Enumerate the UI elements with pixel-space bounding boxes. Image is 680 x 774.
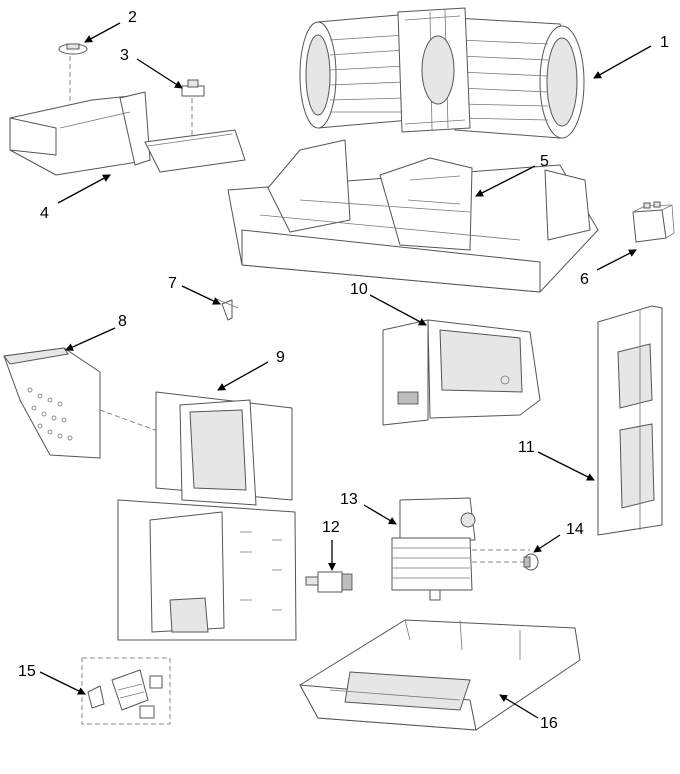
leader-14: [533, 534, 561, 553]
magnetron-part: [391, 497, 530, 601]
hardware-kit-part: [81, 657, 171, 725]
capacitor-part: [632, 201, 675, 243]
callout-5: 5: [540, 153, 549, 170]
callout-14: 14: [566, 521, 584, 538]
callout-10: 10: [350, 281, 368, 298]
leader-8: [65, 327, 116, 351]
callout-leaders: [39, 22, 652, 719]
callout-1: 1: [660, 34, 669, 51]
callout-7: 7: [168, 275, 177, 292]
side-panel-part: [597, 305, 663, 536]
switch-part: [305, 571, 353, 593]
leader-2: [84, 22, 121, 43]
callout-12: 12: [322, 519, 340, 536]
leader-3: [136, 58, 183, 89]
hinge-pin-part: [213, 297, 239, 321]
leader-4: [57, 174, 111, 204]
leader-7: [181, 285, 221, 305]
callout-8: 8: [118, 313, 127, 330]
callout-11: 11: [518, 439, 535, 456]
leader-16: [499, 694, 539, 719]
air-guide-base-part: [227, 139, 599, 293]
leader-10: [369, 294, 427, 326]
leader-5: [475, 165, 536, 197]
callout-15: 15: [18, 663, 36, 680]
thermal-cutout-part: [523, 553, 539, 571]
callout-3: 3: [120, 47, 129, 64]
callout-4: 4: [40, 205, 49, 222]
base-plate-part: [299, 619, 581, 731]
callout-labels: 1 2 3 4 5 6 7 8 9 10 11 12 13 14 15 16: [18, 9, 669, 732]
thermal-fuse-part: [181, 79, 205, 140]
air-duct-part: [9, 91, 246, 176]
leader-13: [363, 504, 397, 525]
callout-6: 6: [580, 271, 589, 288]
leader-1: [593, 45, 652, 79]
light-cover-part: [3, 347, 233, 459]
leader-9: [217, 361, 269, 391]
thermostat-part: [58, 43, 88, 110]
leader-15: [39, 671, 86, 695]
bracket-part: [382, 319, 541, 426]
callout-9: 9: [276, 349, 285, 366]
control-panel-support-part: [117, 391, 297, 641]
callout-13: 13: [340, 491, 358, 508]
callout-2: 2: [128, 9, 137, 26]
callout-16: 16: [540, 715, 558, 732]
blower-fan-assembly: [299, 7, 585, 139]
leader-6: [596, 249, 637, 271]
leader-11: [537, 451, 595, 481]
